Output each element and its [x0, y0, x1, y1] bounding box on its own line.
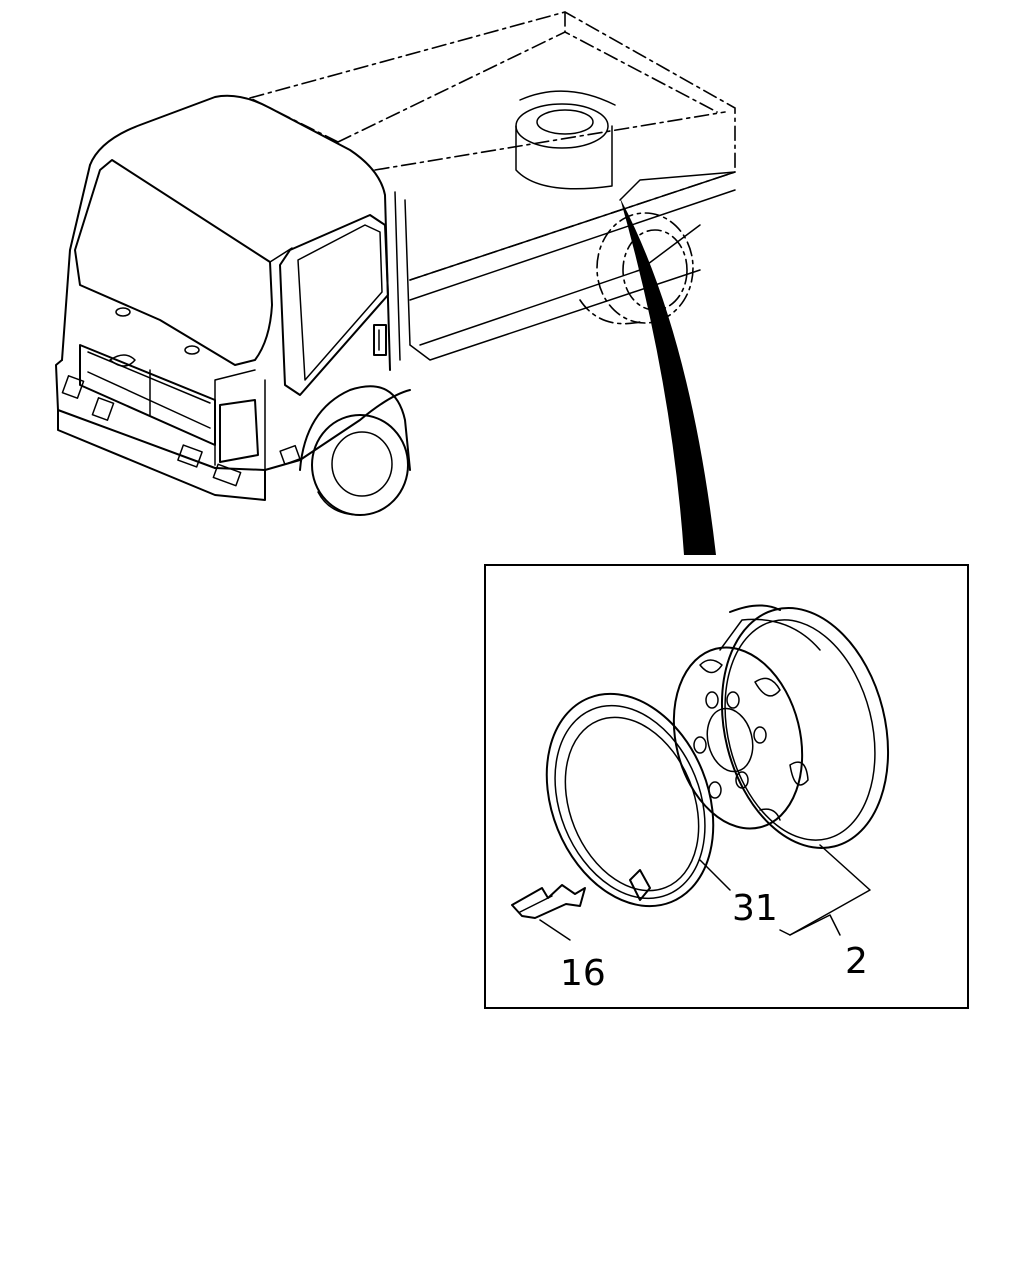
truck-illustration	[55, 11, 736, 516]
front-wheel	[311, 414, 409, 516]
wheel-disc	[672, 604, 890, 936]
clip-part	[511, 884, 586, 941]
callout-label-16: 16	[560, 953, 606, 994]
detail-pointer	[620, 198, 716, 555]
rear-wheel	[579, 212, 694, 325]
detail-frame	[484, 564, 969, 1009]
leader-2	[779, 914, 841, 936]
callout-label-2: 2	[845, 941, 868, 982]
truck-cab	[55, 94, 411, 501]
side-ring	[545, 692, 731, 908]
spare-tire	[515, 90, 616, 190]
callout-label-31: 31	[732, 888, 778, 929]
